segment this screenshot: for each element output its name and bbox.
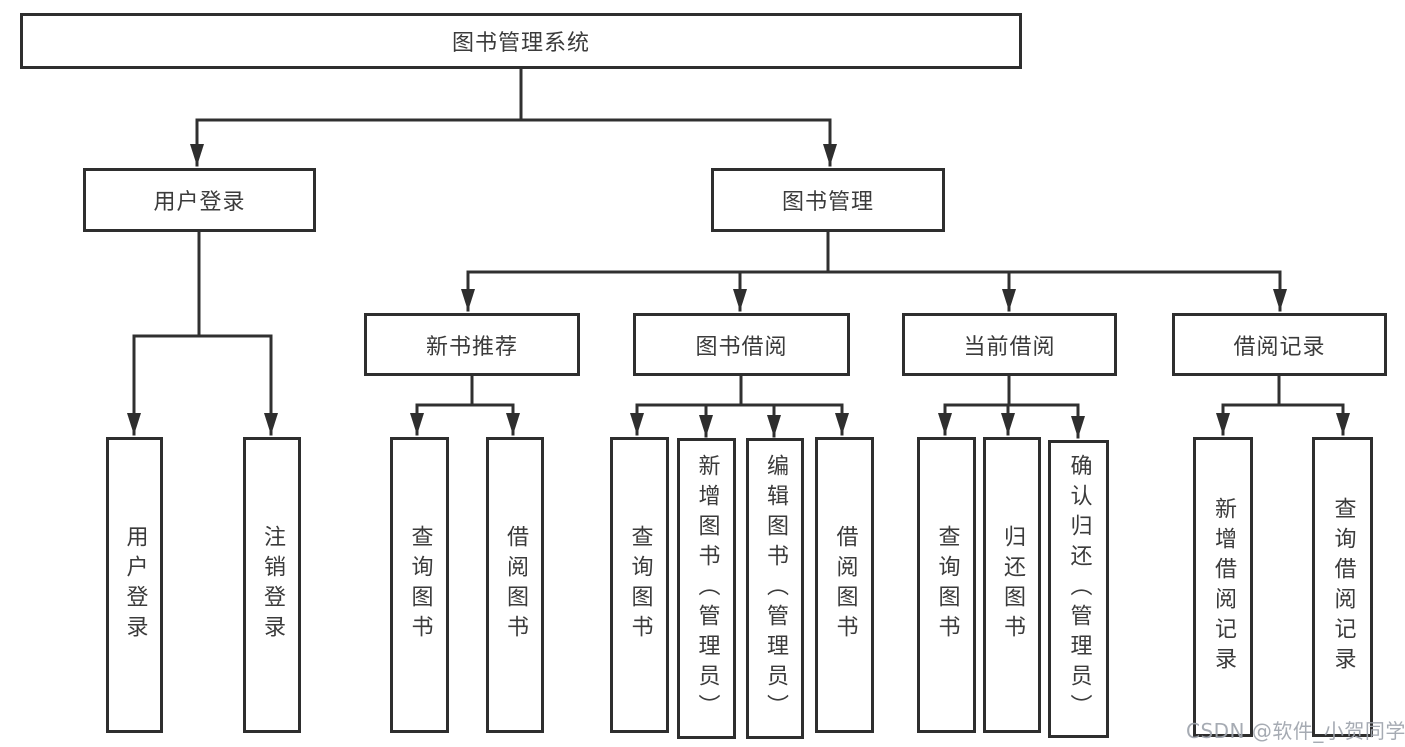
- leaf-label: 确认归还（管理员）: [1066, 454, 1092, 724]
- leaf-label: 查询图书: [407, 525, 433, 645]
- node-new-book-recommend: 新书推荐: [364, 313, 580, 376]
- leaf-borrow-books-recommend: 借阅图书: [486, 437, 544, 733]
- leaf-add-borrow-record: 新增借阅记录: [1193, 437, 1253, 737]
- leaf-query-books-borrowing: 查询图书: [610, 437, 669, 733]
- leaf-confirm-return-admin: 确认归还（管理员）: [1048, 440, 1109, 738]
- leaf-label: 编辑图书（管理员）: [763, 453, 788, 724]
- leaf-label: 借阅图书: [503, 525, 528, 645]
- node-root: 图书管理系统: [20, 13, 1022, 69]
- leaf-label: 用户登录: [122, 525, 148, 645]
- leaf-label: 注销登录: [260, 525, 285, 645]
- leaf-label: 新增借阅记录: [1211, 497, 1236, 677]
- node-user-login: 用户登录: [83, 168, 316, 232]
- leaf-label: 新增图书（管理员）: [694, 453, 720, 724]
- node-borrow-records: 借阅记录: [1172, 313, 1387, 376]
- leaf-query-books-recommend: 查询图书: [390, 437, 449, 733]
- leaf-label: 查询图书: [934, 525, 960, 645]
- leaf-query-borrow-record: 查询借阅记录: [1312, 437, 1373, 737]
- leaf-return-book: 归还图书: [983, 437, 1041, 733]
- node-book-management: 图书管理: [711, 168, 945, 232]
- leaf-edit-book-admin: 编辑图书（管理员）: [746, 438, 804, 739]
- leaf-add-book-admin: 新增图书（管理员）: [677, 438, 736, 739]
- leaf-label: 查询借阅记录: [1330, 497, 1356, 677]
- node-current-borrowing: 当前借阅: [902, 313, 1117, 376]
- leaf-label: 借阅图书: [832, 525, 858, 645]
- leaf-user-login: 用户登录: [106, 437, 163, 733]
- leaf-logout: 注销登录: [243, 437, 301, 733]
- leaf-label: 归还图书: [1000, 525, 1025, 645]
- csdn-watermark: CSDN @软件_小贺同学: [1186, 719, 1405, 743]
- leaf-borrow-books-borrowing: 借阅图书: [815, 437, 874, 733]
- node-book-borrowing: 图书借阅: [633, 313, 850, 376]
- leaf-label: 查询图书: [627, 525, 653, 645]
- leaf-query-books-current: 查询图书: [917, 437, 976, 733]
